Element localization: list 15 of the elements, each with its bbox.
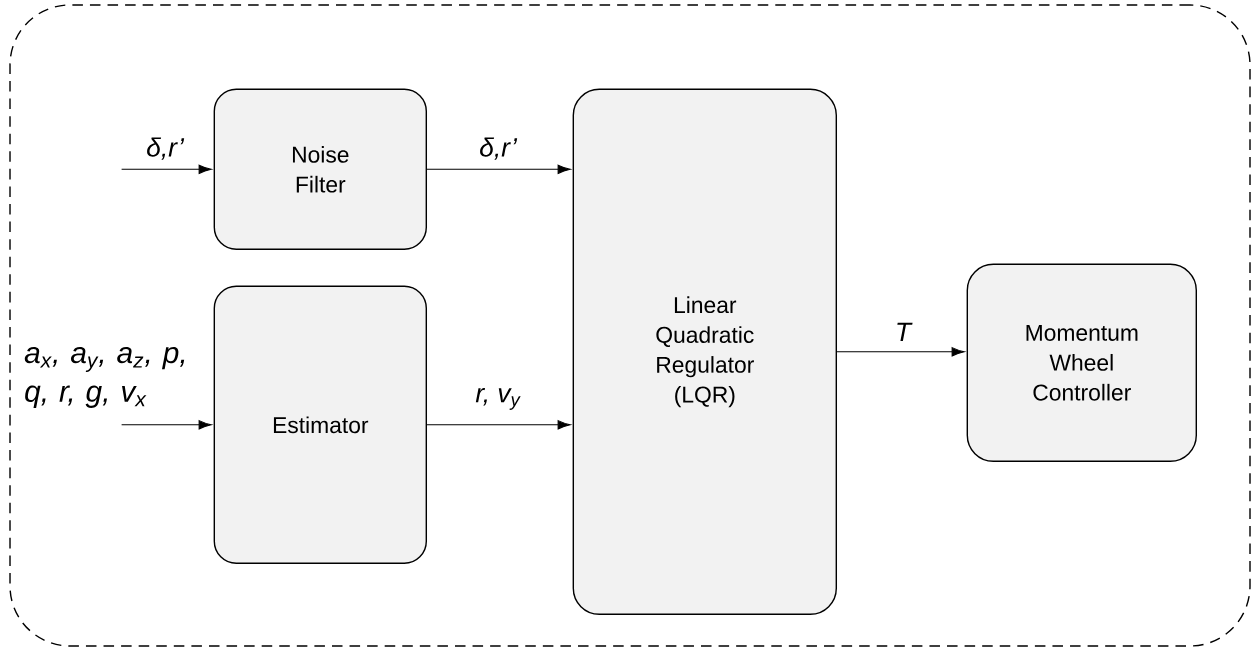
arrow	[426, 164, 571, 174]
arrow	[121, 164, 212, 174]
process-box: Estimator	[213, 285, 427, 564]
edge-label: a$_{x}$, a$_{y}$, a$_{z}$, p, q, r, g, v$_{x}$	[24, 346, 185, 408]
process-box: Noise Filter	[213, 88, 427, 250]
edge-label: r, v$_{y}$	[475, 388, 521, 410]
arrow	[426, 420, 571, 430]
process-box: Linear Quadratic Regulator (LQR)	[572, 88, 837, 615]
arrow	[121, 420, 212, 430]
process-box: Momentum Wheel Controller	[966, 263, 1197, 462]
system-boundary	[9, 4, 1251, 647]
edge-label: T	[897, 322, 913, 341]
edge-label: δ,r’	[480, 137, 518, 160]
edge-label: δ,r’	[147, 137, 185, 160]
arrow	[836, 347, 965, 357]
